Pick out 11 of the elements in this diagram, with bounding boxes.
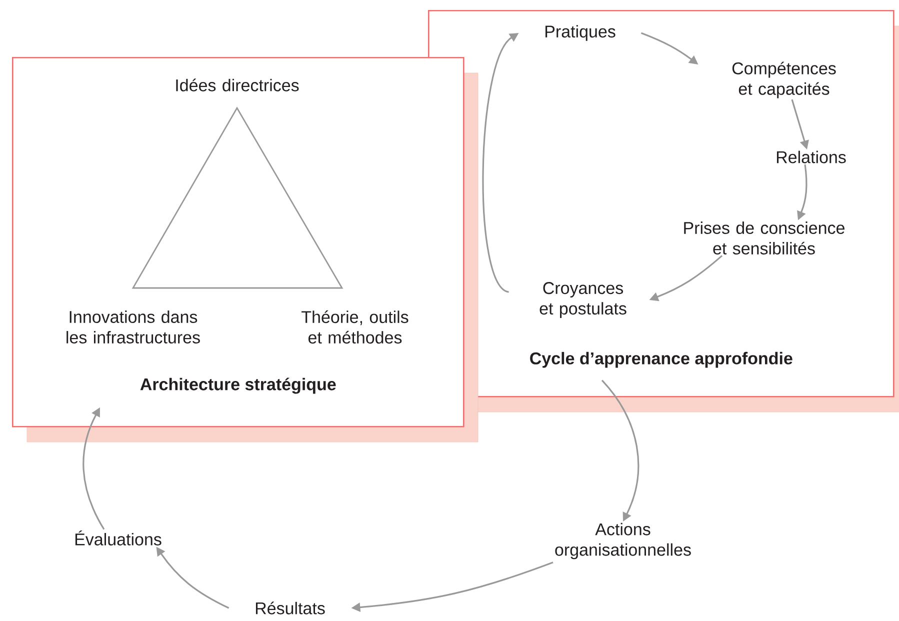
node-label: Relations bbox=[776, 150, 846, 164]
node-label: Pratiques bbox=[546, 25, 616, 41]
node-label: Innovations dans les infrastructures bbox=[66, 310, 200, 344]
node-label: Évaluations bbox=[75, 530, 162, 546]
node-label: Théorie, outils et méthodes bbox=[302, 310, 408, 344]
node-label: Compétences et capacités bbox=[732, 62, 836, 98]
node-label: Prises de conscience et sensibilités bbox=[684, 222, 844, 254]
node-label: Actions organisationnelles bbox=[555, 522, 691, 560]
node-label: Résultats bbox=[256, 602, 325, 614]
node-label: Croyances et postulats bbox=[540, 282, 626, 318]
node-label: Idées directrices bbox=[176, 78, 299, 92]
